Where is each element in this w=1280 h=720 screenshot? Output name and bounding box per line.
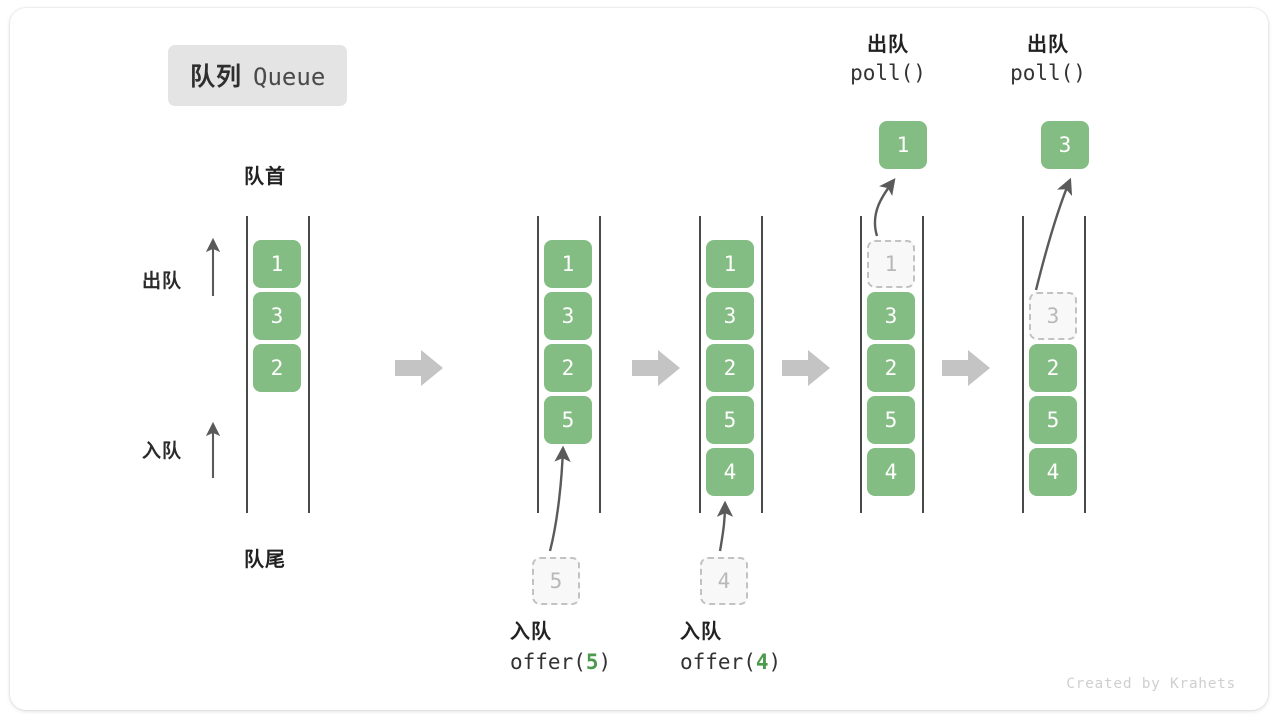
outgoing-cell-3[interactable]: 3: [1041, 121, 1089, 169]
rail-right-col4: [922, 216, 924, 513]
diagram-canvas: 队列 Queue 队首 队尾 出队 入队 出队 poll() 出队 poll()…: [10, 8, 1268, 710]
queue-cell-ghost: 1: [867, 240, 915, 288]
queue-cell[interactable]: 4: [706, 448, 754, 496]
queue-cell[interactable]: 2: [253, 344, 301, 392]
step-arrow-4: [942, 348, 990, 388]
diagram-title-badge: 队列 Queue: [168, 45, 348, 106]
title-english: Queue: [253, 63, 326, 91]
step-arrow-3: [782, 348, 830, 388]
queue-cell[interactable]: 3: [867, 292, 915, 340]
queue-cell[interactable]: 3: [544, 292, 592, 340]
queue-cell[interactable]: 1: [253, 240, 301, 288]
poll-label-col5: 出队 poll(): [958, 31, 1138, 89]
queue-cell[interactable]: 1: [544, 240, 592, 288]
queue-cell[interactable]: 2: [1029, 344, 1077, 392]
queue-cell[interactable]: 5: [867, 396, 915, 444]
rail-left-col2: [537, 216, 539, 513]
incoming-ghost-cell-4: 4: [700, 557, 748, 605]
rail-right-col3: [761, 216, 763, 513]
title-chinese: 队列: [190, 63, 243, 91]
offer-label-col2: 入队 offer(5): [510, 618, 611, 677]
offer-5-arrow: [548, 445, 571, 552]
queue-cell[interactable]: 3: [706, 292, 754, 340]
step-arrow-1: [395, 348, 443, 388]
queue-cell[interactable]: 4: [867, 448, 915, 496]
dequeue-side-label: 出队: [142, 271, 183, 292]
poll-3-arrow: [1034, 177, 1073, 291]
queue-tail-label: 队尾: [244, 549, 286, 571]
offer-4-arrow: [716, 500, 734, 552]
queue-cell[interactable]: 1: [706, 240, 754, 288]
queue-head-label: 队首: [244, 166, 286, 188]
rail-left-col1: [246, 216, 248, 513]
queue-cell-ghost: 3: [1029, 292, 1077, 340]
poll-label-col4-code: poll(): [850, 61, 926, 86]
queue-cell[interactable]: 2: [544, 344, 592, 392]
offer-arg-col3: 4: [755, 650, 769, 674]
rail-left-col5: [1022, 216, 1024, 513]
rail-right-col1: [308, 216, 310, 513]
poll-1-arrow: [873, 178, 896, 237]
offer-label-col3: 入队 offer(4): [680, 618, 781, 677]
step-arrow-2: [632, 348, 680, 388]
queue-cell[interactable]: 3: [253, 292, 301, 340]
incoming-ghost-cell-5: 5: [532, 557, 580, 605]
rail-left-col3: [699, 216, 701, 513]
outgoing-cell-1[interactable]: 1: [879, 121, 927, 169]
offer-label-col2-code: offer(5): [510, 650, 612, 674]
queue-cell[interactable]: 5: [1029, 396, 1077, 444]
queue-cell[interactable]: 2: [867, 344, 915, 392]
poll-label-col4: 出队 poll(): [798, 31, 978, 89]
rail-left-col4: [860, 216, 862, 513]
queue-cell[interactable]: 4: [1029, 448, 1077, 496]
offer-label-col3-code: offer(4): [680, 650, 782, 674]
queue-cell[interactable]: 5: [544, 396, 592, 444]
poll-label-col5-code: poll(): [1010, 61, 1086, 86]
queue-cell[interactable]: 2: [706, 344, 754, 392]
poll-label-col5-cn: 出队: [1027, 34, 1069, 56]
watermark-credit: Created by Krahets: [1066, 676, 1236, 692]
queue-cell[interactable]: 5: [706, 396, 754, 444]
offer-arg-col2: 5: [585, 650, 599, 674]
offer-label-col2-cn: 入队: [510, 621, 552, 643]
offer-label-col3-cn: 入队: [680, 621, 722, 643]
rail-right-col2: [599, 216, 601, 513]
enqueue-side-label: 入队: [142, 441, 183, 462]
rail-right-col5: [1084, 216, 1086, 513]
poll-label-col4-cn: 出队: [867, 34, 909, 56]
